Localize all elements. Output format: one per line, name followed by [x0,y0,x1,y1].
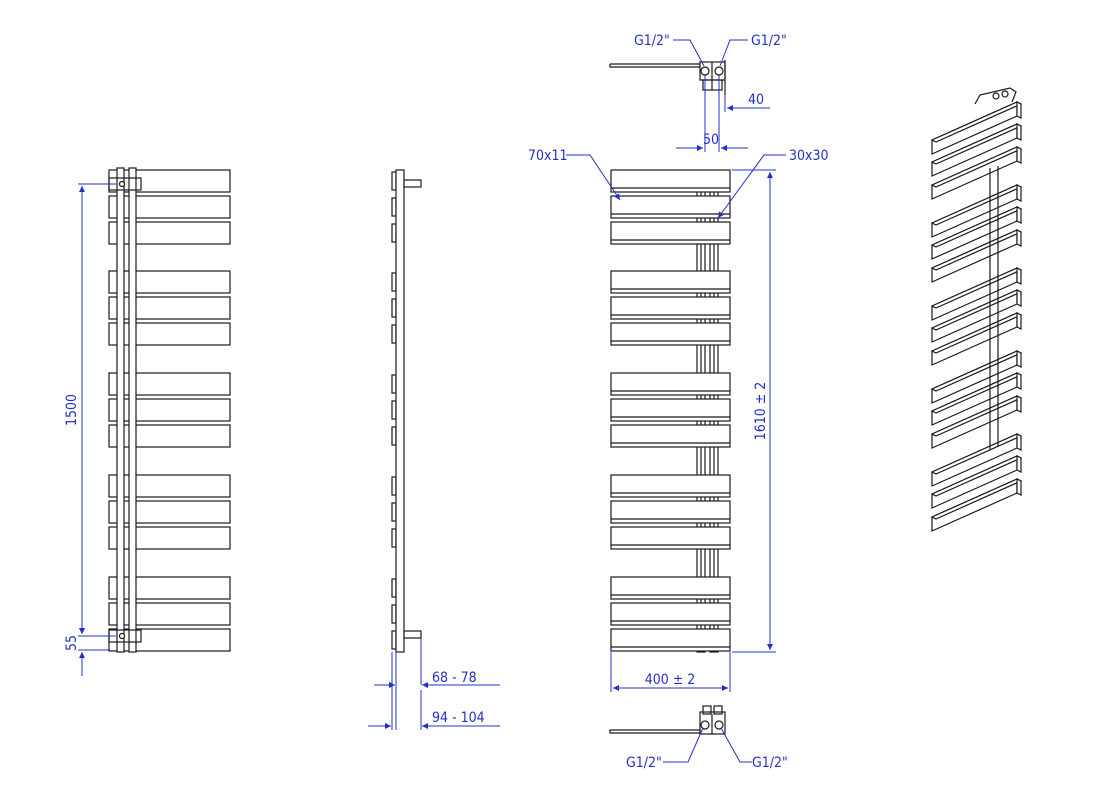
side-bar-stubs [391,171,397,650]
front-bar [108,221,231,245]
rear-bar [610,398,731,422]
front-bar [108,169,231,193]
bottom-view: G1/2" G1/2" [609,705,788,771]
rear-view: 70x11 30x30 1610 ± 2 400 ± 2 [528,148,829,692]
top-view-bar-edge [609,63,700,68]
side-bar-stub [391,604,397,624]
front-collector-right [128,167,137,653]
dim-label-68-78: 68 - 78 [432,670,477,686]
front-collector-left [116,167,125,653]
side-bar-stub [391,426,397,446]
front-bar [108,270,231,294]
rear-bar [610,221,731,245]
leader-collector-profile [717,154,786,219]
side-bar-stub [391,476,397,496]
leader-bottom-left-connection [663,727,704,763]
front-bar [108,322,231,346]
side-top-bracket [403,179,422,188]
front-bars [108,169,231,652]
rear-bar [610,195,731,219]
side-collector [395,169,405,653]
top-left-connection-icon [700,66,710,76]
dim-label-40: 40 [748,92,764,108]
front-bar [108,296,231,320]
front-bar [108,424,231,448]
front-top-mount-hole [118,180,126,188]
side-bar-stub [391,630,397,650]
side-bar-stub [391,502,397,522]
leader-bottom-right-connection [720,727,752,763]
dim-label-50: 50 [703,132,719,148]
front-bar [108,576,231,600]
isometric-view [930,87,1023,532]
front-bar [108,195,231,219]
dim-label-55: 55 [64,635,80,651]
front-bar [108,526,231,550]
rear-bars [610,169,731,652]
rear-bar [610,628,731,652]
front-bar [108,628,231,652]
front-bar [108,398,231,422]
side-bar-stub [391,400,397,420]
side-bar-stub [391,374,397,394]
dim-label-94-104: 94 - 104 [432,710,485,726]
rear-bar [610,474,731,498]
label-bottom-right-connection: G1/2" [752,755,788,771]
top-right-connection-icon [714,66,724,76]
rear-bar [610,602,731,626]
rear-bar [610,526,731,550]
rear-bar [610,270,731,294]
leader-top-left-connection [673,39,705,67]
rear-bar [610,169,731,193]
leader-top-right-connection [719,39,748,67]
label-bottom-left-connection: G1/2" [626,755,662,771]
leader-bar-profile [566,154,621,201]
rear-bar [610,322,731,346]
front-bar [108,500,231,524]
label-top-right-connection: G1/2" [751,33,787,49]
top-view: G1/2" G1/2" 40 50 [609,33,787,152]
side-bar-stub [391,298,397,318]
label-bar-profile: 70x11 [528,148,568,164]
iso-bars [930,101,1023,532]
front-bar [108,474,231,498]
rear-bar [610,424,731,448]
dim-label-height: 1610 ± 2 [753,382,769,441]
side-view: 68 - 78 94 - 104 [368,169,500,730]
side-bar-stub [391,324,397,344]
front-view: 1500 55 [64,167,231,676]
bottom-left-connection-icon [700,720,710,730]
bottom-view-bar-edge [609,729,701,734]
rear-bar [610,372,731,396]
side-bar-stub [391,197,397,217]
iso-connection-block [974,87,1017,105]
rear-bar [610,296,731,320]
side-bar-stub [391,578,397,598]
label-collector-profile: 30x30 [789,148,829,164]
side-bar-stub [391,272,397,292]
rear-bar [610,500,731,524]
bottom-right-connection-icon [714,720,724,730]
side-bar-stub [391,171,397,191]
side-bottom-bracket [403,630,422,639]
front-bar [108,372,231,396]
side-bar-stub [391,528,397,548]
side-bar-stub [391,223,397,243]
dim-label-width: 400 ± 2 [645,672,696,688]
rear-bar [610,576,731,600]
front-bar [108,602,231,626]
label-top-left-connection: G1/2" [634,33,670,49]
front-bottom-mount-hole [118,632,126,640]
dim-label-1500: 1500 [64,394,80,426]
